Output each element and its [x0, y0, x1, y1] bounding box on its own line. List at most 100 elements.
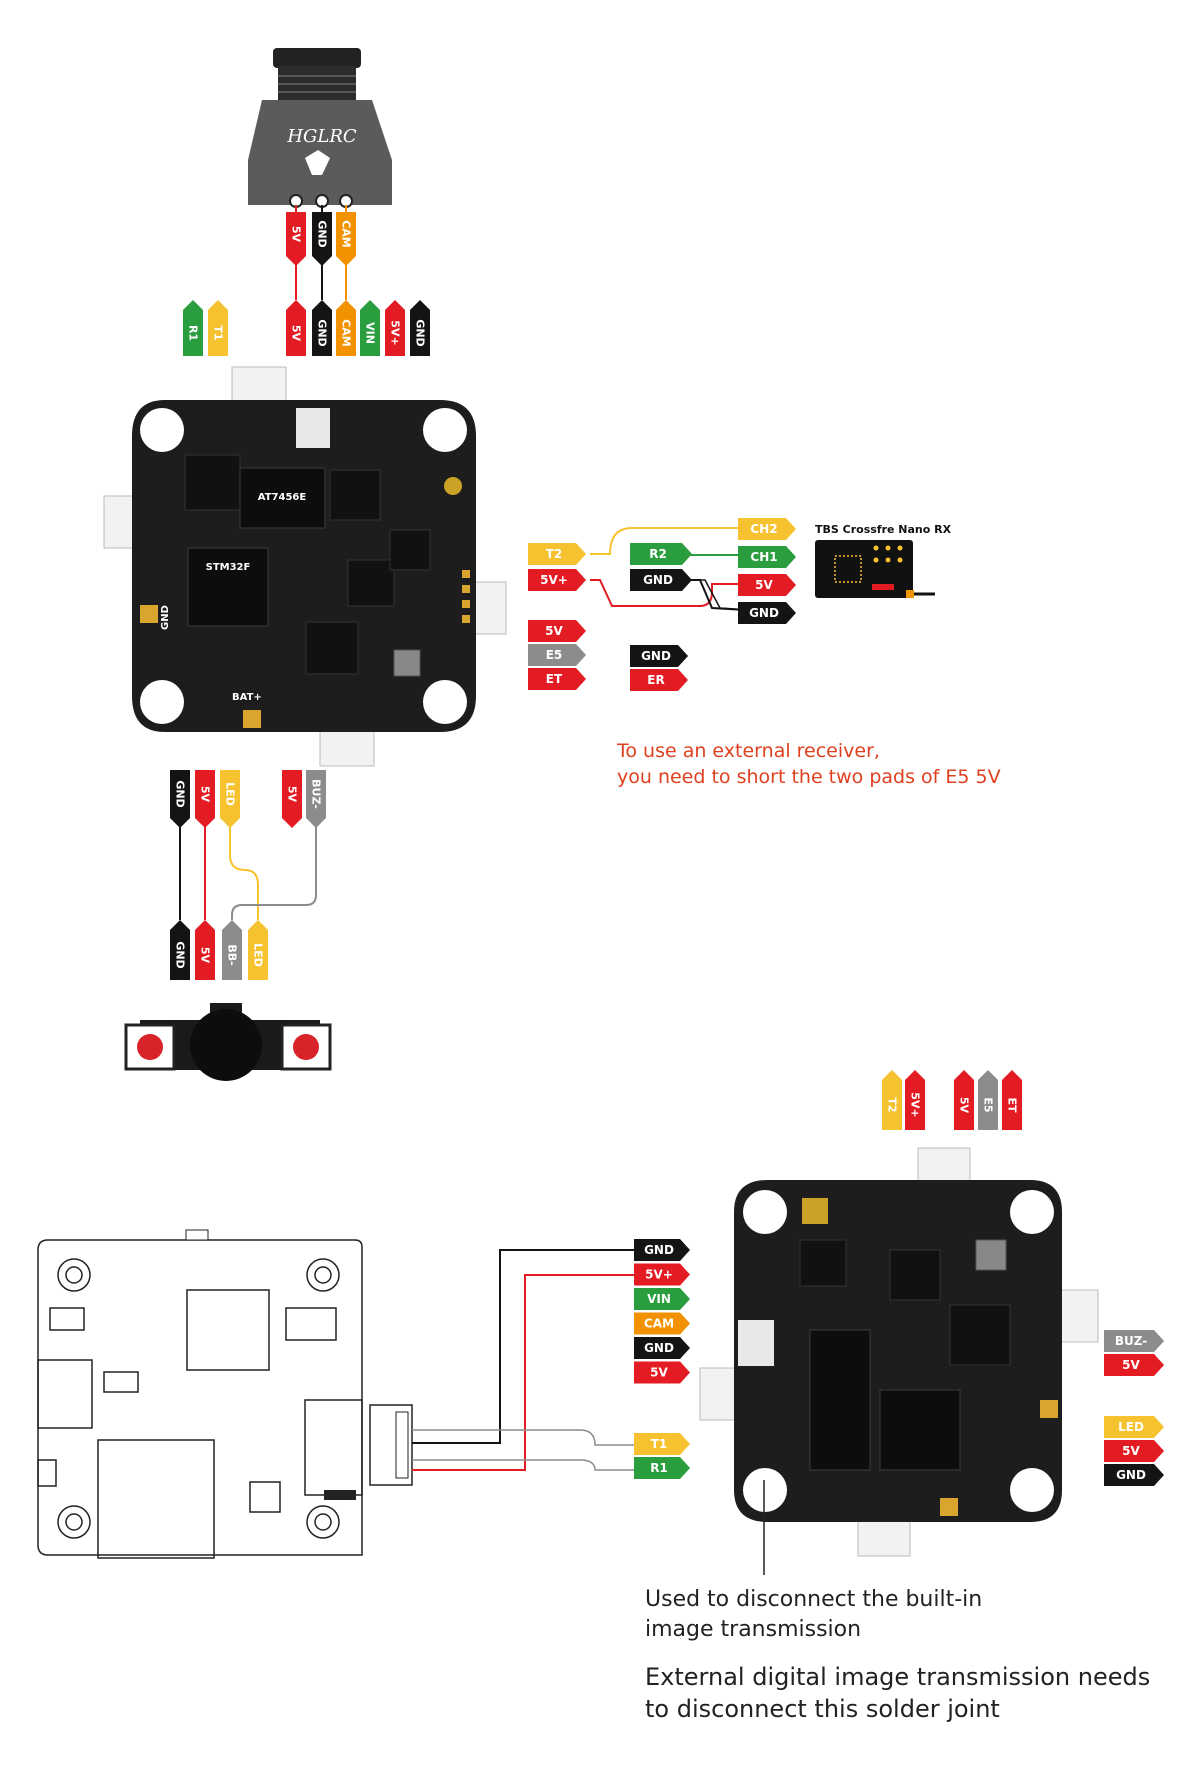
vtx-tag-4-label: GND	[644, 1341, 674, 1355]
pad-left-tag-1-shape	[528, 644, 586, 666]
rx-fc-tag-0-label: T2	[546, 547, 563, 561]
bottom-right-b-tag-1-shape	[1104, 1440, 1164, 1462]
bottom-top-tag-1-shape	[905, 1070, 925, 1130]
pad-right-tag-1-shape	[630, 669, 688, 691]
camera-tag-1-label: GND	[316, 220, 329, 247]
pad-left-tag-0-shape	[528, 620, 586, 642]
fc-cam-pad-tag-4-label: 5V+	[389, 320, 402, 345]
buzzer-module-tag-3-label: LED	[252, 943, 265, 967]
camera-logo: HGLRC	[286, 126, 357, 147]
rx-tag-2-shape	[738, 574, 796, 596]
tbs-crossfire-receiver: TBS Crossfre Nano RX	[815, 523, 952, 598]
uart1-tag-0-label: R1	[187, 325, 200, 341]
fc-cam-pad-tag-1-shape	[312, 300, 332, 356]
fc-cam-pad-tag-0-shape	[286, 300, 306, 356]
vtx-tag-0-label: GND	[644, 1243, 674, 1257]
bottom-right-b-tag-1-label: 5V	[1122, 1444, 1140, 1458]
vtx-tag-2-shape	[634, 1288, 690, 1310]
bottom-right-a-tag-0-label: BUZ-	[1115, 1334, 1147, 1348]
rx-mid-tag-1-shape	[630, 569, 692, 591]
rx-fc-tag-1-shape	[528, 569, 586, 591]
camera-tag-2-label: CAM	[340, 220, 353, 248]
buzzer-fc-tag-1-shape	[195, 770, 215, 828]
rx-mid-tag-0-shape	[630, 543, 692, 565]
rx-tag-0-label: CH2	[750, 522, 777, 536]
er-pad-tags: GND ER	[630, 645, 688, 691]
pad-right-tag-0-shape	[630, 645, 688, 667]
uart-bottom-tag-0-shape	[634, 1433, 690, 1455]
buzzer-fc-pad-tags-right: 5V BUZ-	[282, 770, 326, 828]
bottom-fc-buzzer-tags: BUZ- 5V	[1104, 1330, 1164, 1376]
buzzer-fc-right-tag-1-label: BUZ-	[310, 779, 323, 809]
external-receiver-note-line1: To use an external receiver,	[617, 740, 880, 762]
rx-tag-1-shape	[738, 546, 796, 568]
buzzer-module-tag-3-shape	[248, 920, 268, 980]
camera-tag-1-shape	[312, 212, 332, 266]
vtx-tag-2-label: VIN	[647, 1292, 671, 1306]
fc-cam-pad-tag-5-label: GND	[414, 319, 427, 346]
uart1-tag-1-label: T1	[212, 325, 225, 340]
bottom-right-b-tag-2-label: GND	[1116, 1468, 1146, 1482]
rx-fc-tag-1-label: 5V+	[540, 573, 568, 587]
bottom-right-b-tag-0-shape	[1104, 1416, 1164, 1438]
uart1-tags: R1 T1	[183, 300, 228, 356]
rx-mid-tag-1-label: GND	[643, 573, 673, 587]
buzzer-fc-right-tag-0-label: 5V	[286, 786, 299, 803]
bat-plus-silk: BAT+	[232, 692, 262, 703]
buzzer-fc-tag-2-shape	[220, 770, 240, 828]
bottom-top-tag-4-shape	[1002, 1070, 1022, 1130]
fc-cam-pad-tag-3-shape	[360, 300, 380, 356]
pad-right-tag-0-label: GND	[641, 649, 671, 663]
receiver-title: TBS Crossfre Nano RX	[815, 523, 952, 536]
bottom-top-tag-3-label: E5	[982, 1097, 995, 1112]
flight-controller-top-view: AT7456E STM32F BAT+ GND	[103, 366, 507, 767]
pad-left-tag-0-label: 5V	[545, 624, 563, 638]
buzzer-module-tag-1-shape	[195, 920, 215, 980]
external-digital-note-line1: External digital image transmission need…	[645, 1663, 1151, 1691]
fc-cam-pad-tag-2-shape	[336, 300, 356, 356]
flight-controller-bottom-view	[699, 1147, 1099, 1557]
bottom-top-tag-1-label: 5V+	[909, 1092, 922, 1117]
bottom-right-b-tag-0-label: LED	[1118, 1420, 1144, 1434]
vtx-tag-0-shape	[634, 1239, 690, 1261]
buzzer-fc-tag-1-label: 5V	[199, 786, 212, 803]
buzzer-module-tag-2-label: BB-	[226, 944, 239, 965]
pad-left-tag-2-shape	[528, 668, 586, 690]
uart2-fc-tags: T2 5V+	[528, 543, 586, 591]
bottom-top-tag-4-label: ET	[1006, 1097, 1019, 1113]
vtx-tag-5-shape	[634, 1361, 690, 1384]
rx-tag-3-shape	[738, 602, 796, 624]
uart1-tag-1-shape	[208, 300, 228, 356]
uart-bottom-tag-0-label: T1	[651, 1437, 668, 1451]
bottom-right-b-tag-2-shape	[1104, 1464, 1164, 1486]
bottom-right-a-tag-1-label: 5V	[1122, 1358, 1140, 1372]
bottom-fc-led-tags: LED 5V GND	[1104, 1416, 1164, 1486]
buzzer-module-tag-0-shape	[170, 920, 190, 980]
uart-bottom-tag-1-label: R1	[650, 1461, 668, 1475]
camera-tag-0-label: 5V	[290, 226, 303, 243]
vtx-tag-1-label: 5V+	[645, 1268, 673, 1282]
bottom-top-tag-3-shape	[978, 1070, 998, 1130]
external-digital-note-line2: to disconnect this solder joint	[645, 1695, 1000, 1723]
buzzer-fc-tag-0-label: GND	[174, 780, 187, 807]
disconnect-builtin-note: Used to disconnect the built-in image tr…	[645, 1585, 982, 1645]
pad-left-tag-2-label: ET	[546, 672, 563, 686]
rx-tag-3-label: GND	[749, 606, 779, 620]
uart-bottom-tag-1-shape	[634, 1457, 690, 1479]
bottom-right-a-tag-1-shape	[1104, 1354, 1164, 1376]
rx-fc-tag-0-shape	[528, 543, 586, 565]
pad-left-tag-1-label: E5	[546, 648, 563, 662]
vtx-connector	[369, 1404, 413, 1486]
rx-tag-1-label: CH1	[750, 550, 777, 564]
external-receiver-note-line2: you need to short the two pads of E5 5V	[617, 766, 1001, 788]
osd-chip-label: AT7456E	[258, 492, 307, 503]
gnd-silk: GND	[160, 605, 171, 630]
pad-right-tag-1-label: ER	[647, 673, 664, 687]
vtx-tag-5-label: 5V	[650, 1366, 668, 1380]
